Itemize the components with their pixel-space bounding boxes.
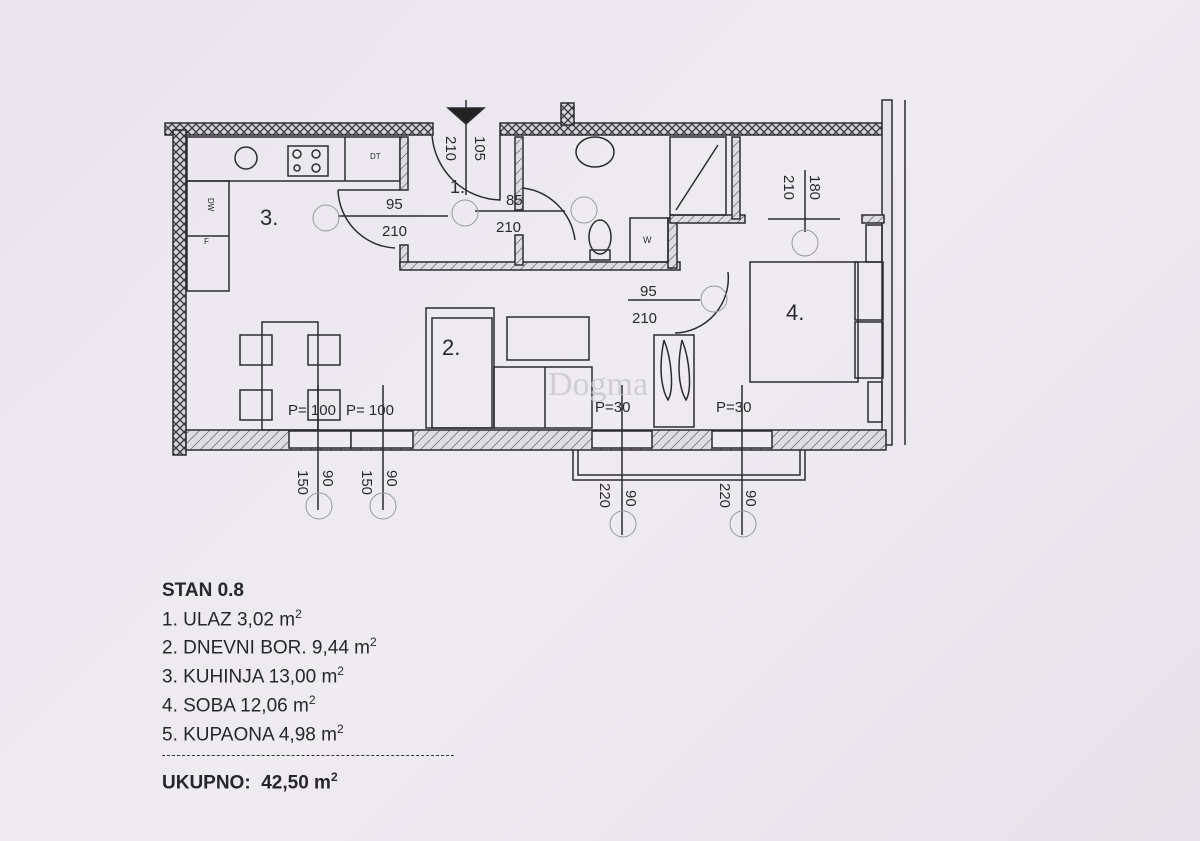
sink-icon: [234, 146, 258, 170]
toilet-icon: [588, 219, 612, 255]
window-3-width: 90: [622, 490, 639, 507]
wall-bump: [560, 102, 575, 126]
dim-kitchen-w: 95: [386, 196, 403, 213]
legend-item: 4. SOBA 12,06 m2: [162, 692, 316, 717]
coffee-table: [506, 316, 590, 361]
room-label-1: 1.: [450, 177, 465, 197]
legend-item: 5. KUPAONA 4,98 m2: [162, 721, 344, 746]
dim-bath-w: 85: [506, 192, 523, 209]
shower: [669, 136, 727, 216]
washer-label: W: [643, 235, 652, 245]
dw-label: DW: [206, 198, 215, 212]
sofa: [425, 307, 495, 429]
entry-arrow-icon: [446, 107, 486, 126]
wall-right: [881, 99, 893, 446]
dim-room4-w: 180: [806, 175, 823, 200]
balcony: [572, 450, 806, 481]
window-2-height: 150: [358, 470, 375, 495]
area-legend: STAN 0.8 1. ULAZ 3,02 m2 2. DNEVNI BOR. …: [162, 580, 454, 794]
stove-icon: [287, 145, 329, 177]
room-label-3: 3.: [260, 205, 278, 230]
parapet-4: P=30: [716, 399, 751, 416]
window-1: [288, 430, 352, 449]
window-4-height: 220: [716, 483, 733, 508]
window-4-width: 90: [742, 490, 759, 507]
door-kitchen: [337, 189, 400, 249]
dim-entry-h: 210: [442, 136, 459, 161]
window-1-width: 90: [319, 470, 336, 487]
dishwasher-dt-label: DT: [370, 152, 381, 161]
wall-top-right: [499, 122, 883, 136]
wall-bath-bottom: [399, 261, 681, 271]
dim-entry-w: 105: [471, 136, 488, 161]
window-2-width: 90: [383, 470, 400, 487]
legend-item: 1. ULAZ 3,02 m2: [162, 606, 302, 630]
wardrobe: [653, 334, 695, 428]
wall-left: [172, 129, 187, 456]
window-3-height: 220: [596, 483, 613, 508]
legend-item: 2. DNEVNI BOR. 9,44 m2: [162, 635, 377, 659]
dim-living-h: 210: [632, 310, 657, 327]
window-1-height: 150: [294, 470, 311, 495]
parapet-2: P= 100: [346, 402, 394, 419]
apartment-title: STAN 0.8: [162, 580, 245, 601]
door-entry: [431, 134, 501, 201]
parapet-3: P=30: [595, 399, 630, 416]
wall-top-left: [164, 122, 434, 136]
parapet-1: P= 100: [288, 402, 336, 419]
total-area: UKUPNO: 42,50 m2: [162, 769, 338, 793]
kitchen-counter-top: [186, 136, 401, 182]
washbasin-icon: [575, 136, 615, 168]
fridge-label: F: [204, 237, 209, 246]
dining-table: [261, 321, 319, 431]
door-living: [674, 271, 730, 334]
room-label-2: 2.: [442, 335, 460, 360]
dim-kitchen-h: 210: [382, 223, 407, 240]
divider: [162, 754, 454, 756]
wall-bath-right: [667, 217, 678, 269]
door-tag-circle: [312, 204, 340, 232]
wall-entry-right: [514, 136, 524, 211]
dim-room4-h: 210: [780, 175, 797, 200]
legend-item: 3. KUHINJA 13,00 m2: [162, 664, 344, 688]
window-2: [350, 430, 414, 449]
room-label-4: 4.: [786, 300, 804, 325]
wall-entry-left: [399, 136, 409, 191]
dim-living-w: 95: [640, 283, 657, 300]
dim-bath-h: 210: [496, 219, 521, 236]
watermark: Dogma: [548, 366, 648, 403]
washer: [629, 217, 669, 263]
door-bath: [522, 187, 576, 241]
